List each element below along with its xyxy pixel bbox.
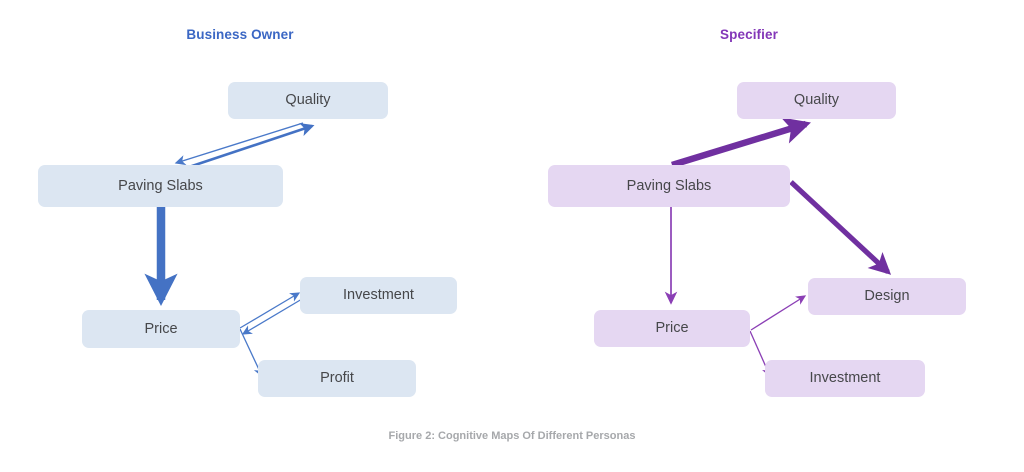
node-profit-business-owner[interactable]: Profit (258, 360, 416, 397)
node-price-specifier[interactable]: Price (594, 310, 750, 347)
node-quality-specifier[interactable]: Quality (737, 82, 896, 119)
node-investment-specifier[interactable]: Investment (765, 360, 925, 397)
edge-price-to-investment (239, 292, 301, 329)
node-design-specifier[interactable]: Design (808, 278, 966, 315)
panel-title-specifier: Specifier (720, 27, 778, 42)
figure-caption: Figure 2: Cognitive Maps Of Different Pe… (388, 430, 636, 442)
node-investment-business-owner[interactable]: Investment (300, 277, 457, 314)
edge-spec-paving-to-design (789, 180, 892, 275)
edge-spec-price-to-design (750, 295, 807, 331)
node-quality-business-owner[interactable]: Quality (228, 82, 388, 119)
edge-paving-to-quality (185, 123, 315, 170)
node-price-business-owner[interactable]: Price (82, 310, 240, 348)
node-paving-slabs-business-owner[interactable]: Paving Slabs (38, 165, 283, 207)
edge-quality-to-paving (174, 122, 304, 166)
edge-investment-to-price (241, 298, 303, 335)
node-paving-slabs-specifier[interactable]: Paving Slabs (548, 165, 790, 207)
panel-title-business-owner: Business Owner (186, 27, 294, 42)
edge-spec-paving-to-quality (671, 117, 811, 169)
